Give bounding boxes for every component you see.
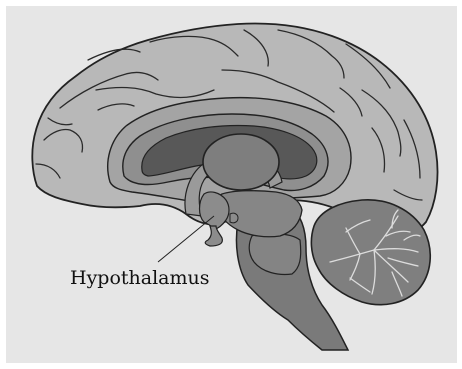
pituitary-gland [205, 226, 222, 246]
thalamus [203, 134, 279, 190]
mammillary-body [230, 213, 238, 223]
label-leader-line [158, 216, 214, 262]
cerebellum [311, 200, 430, 305]
hypothalamus-label: Hypothalamus [70, 267, 210, 289]
